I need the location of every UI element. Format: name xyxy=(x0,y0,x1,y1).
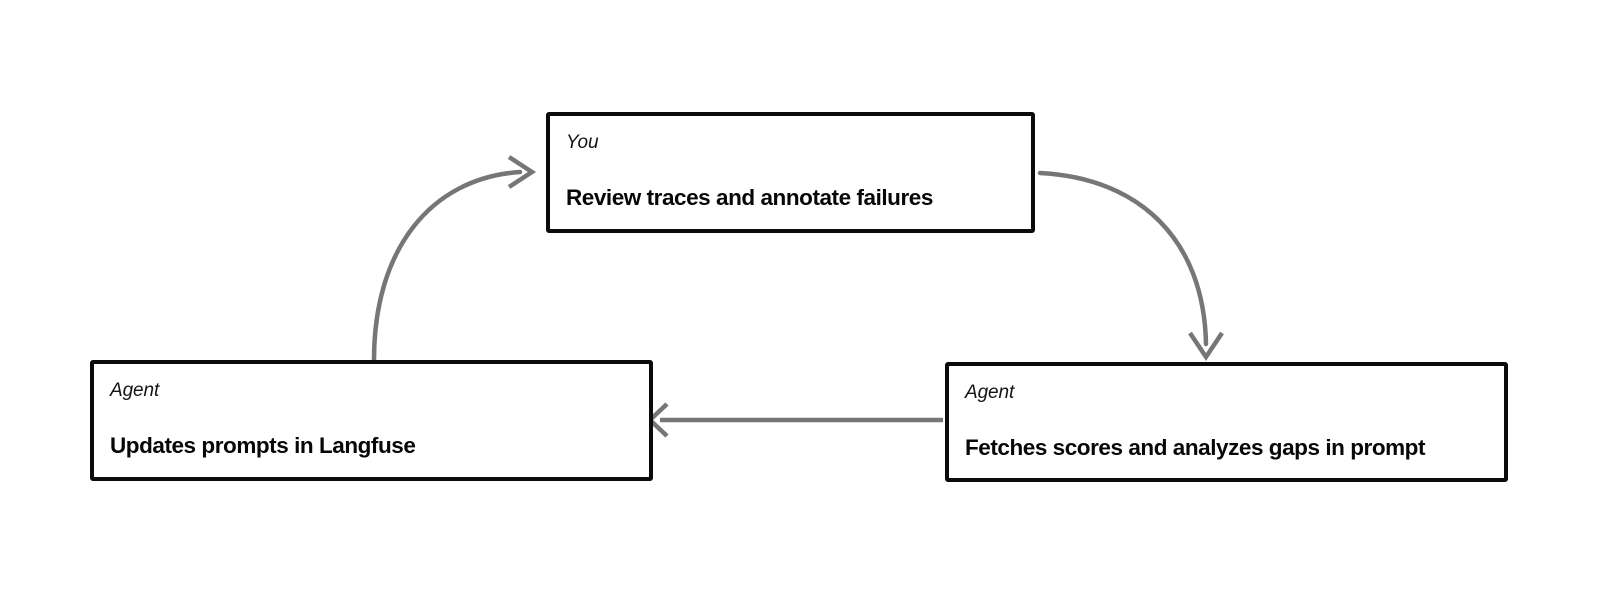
edge-fetches-to-updates xyxy=(646,402,943,438)
node-role-label: Agent xyxy=(110,380,160,401)
node-title-label: Updates prompts in Langfuse xyxy=(110,433,416,458)
node-role-label: Agent xyxy=(965,382,1015,403)
node-agent-fetches[interactable]: Agent Fetches scores and analyzes gaps i… xyxy=(945,362,1508,482)
node-title-label: Fetches scores and analyzes gaps in prom… xyxy=(965,435,1426,460)
node-you-review[interactable]: You Review traces and annotate failures xyxy=(546,112,1035,233)
edge-you-to-fetches xyxy=(1037,170,1224,362)
node-agent-updates[interactable]: Agent Updates prompts in Langfuse xyxy=(90,360,653,481)
node-role-label: You xyxy=(566,132,599,153)
edge-updates-to-you xyxy=(371,155,537,363)
node-title-label: Review traces and annotate failures xyxy=(566,185,933,210)
